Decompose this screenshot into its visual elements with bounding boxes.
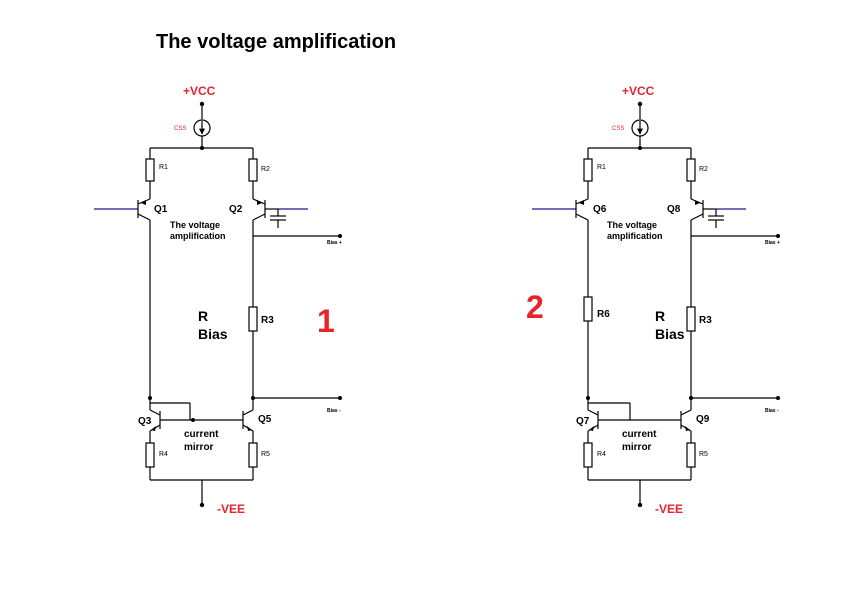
mirror-label: current <box>622 429 657 440</box>
bias-plus-label: Bias + <box>327 240 342 246</box>
circuit-number: 2 <box>526 289 544 325</box>
mirror-label-2: mirror <box>184 442 214 453</box>
rbias-label: R <box>655 308 665 324</box>
q6-label: Q6 <box>593 204 607 215</box>
q7-label: Q7 <box>576 416 590 427</box>
vee-node <box>199 502 205 508</box>
transistor-q1 <box>94 198 151 221</box>
amp-label-2: amplification <box>607 231 663 241</box>
resistor-r1 <box>583 158 593 182</box>
resistor-r5 <box>686 442 696 468</box>
vee-node <box>637 502 643 508</box>
q8-label: Q8 <box>667 204 681 215</box>
r4-label: R4 <box>159 451 168 458</box>
resistor-r3 <box>248 306 258 332</box>
capacitor-icon <box>270 208 308 228</box>
resistor-r6 <box>583 296 593 322</box>
r5-label: R5 <box>261 451 270 458</box>
rbias-label-2: Bias <box>655 326 685 342</box>
circuit-2: +VCC CSS R1 R2 Q6 R6 <box>526 84 780 516</box>
transistor-q9 <box>680 409 692 432</box>
vee-label: -VEE <box>655 502 683 516</box>
amp-label: The voltage <box>607 220 657 230</box>
r5-label: R5 <box>699 451 708 458</box>
r3-label: R3 <box>699 315 712 326</box>
transistor-q2 <box>252 198 278 221</box>
q3-label: Q3 <box>138 416 152 427</box>
current-source-icon <box>631 119 649 137</box>
resistor-r2 <box>248 158 258 182</box>
q1-label: Q1 <box>154 204 168 215</box>
transistor-q3 <box>149 409 161 432</box>
current-source-icon <box>193 119 211 137</box>
transistor-q6 <box>532 198 589 221</box>
transistor-q5 <box>242 409 254 432</box>
r2-label: R2 <box>699 166 708 173</box>
vcc-label: +VCC <box>183 84 216 98</box>
mirror-label-2: mirror <box>622 442 652 453</box>
r6-label: R6 <box>597 309 610 320</box>
resistor-r1 <box>145 158 155 182</box>
bias-minus-label: Bias - <box>327 408 341 414</box>
resistor-r5 <box>248 442 258 468</box>
transistor-q7 <box>587 409 599 432</box>
circuit-number: 1 <box>317 303 335 339</box>
r1-label: R1 <box>159 164 168 171</box>
capacitor-icon <box>708 208 746 228</box>
q5-label: Q5 <box>258 414 272 425</box>
transistor-q8 <box>690 198 716 221</box>
diagram-title: The voltage amplification <box>156 31 397 53</box>
amp-label-2: amplification <box>170 231 226 241</box>
rbias-label-2: Bias <box>198 326 228 342</box>
vee-label: -VEE <box>217 502 245 516</box>
rbias-label: R <box>198 308 208 324</box>
resistor-r2 <box>686 158 696 182</box>
resistor-r3 <box>686 306 696 332</box>
r4-label: R4 <box>597 451 606 458</box>
circuit-1: +VCC CSS R1 R2 Q1 <box>94 84 342 516</box>
q2-label: Q2 <box>229 204 243 215</box>
resistor-r4 <box>145 442 155 468</box>
r3-label: R3 <box>261 315 274 326</box>
css-label: CSS <box>174 126 186 132</box>
q9-label: Q9 <box>696 414 710 425</box>
bias-minus-label: Bias - <box>765 408 779 414</box>
bias-plus-label: Bias + <box>765 240 780 246</box>
css-label: CSS <box>612 126 624 132</box>
r1-label: R1 <box>597 164 606 171</box>
mirror-label: current <box>184 429 219 440</box>
resistor-r4 <box>583 442 593 468</box>
r2-label: R2 <box>261 166 270 173</box>
vcc-label: +VCC <box>622 84 655 98</box>
amp-label: The voltage <box>170 220 220 230</box>
